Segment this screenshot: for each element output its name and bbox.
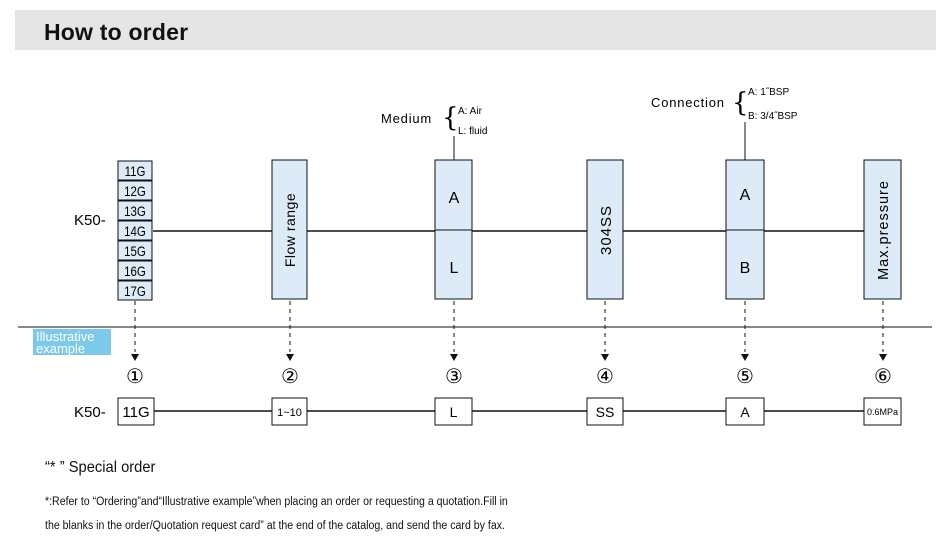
step-number: ④ xyxy=(596,364,614,388)
step-number: ③ xyxy=(445,364,463,388)
max-pressure-label: Max.pressure xyxy=(876,180,892,280)
svg-text:16G: 16G xyxy=(124,263,146,279)
step-number: ⑥ xyxy=(874,364,892,388)
code-stack: 11G 12G 13G 14G 15G 16G 17G xyxy=(117,160,153,301)
svg-text:L: L xyxy=(450,404,458,420)
header-bar: How to order xyxy=(15,10,936,50)
code-cell: 12G xyxy=(117,180,153,201)
medium-label: Medium xyxy=(381,111,432,126)
svg-text:11G: 11G xyxy=(122,404,149,421)
code-cell: 11G xyxy=(117,160,153,181)
medium-option-fluid: L: fluid xyxy=(458,126,487,137)
material-box: 304SS xyxy=(586,159,624,300)
example-prefix: K50- xyxy=(74,404,106,421)
code-cell: 17G xyxy=(117,280,153,301)
connection-option-b: B: 3/4˝BSP xyxy=(748,110,798,122)
medium-group: Medium { A: Air L: fluid A L xyxy=(381,103,487,300)
svg-text:1~10: 1~10 xyxy=(277,407,302,419)
example-values: 11G 1~10 L SS A 0.6MPa xyxy=(117,397,902,426)
example-box: SS xyxy=(586,397,624,426)
max-pressure-box: Max.pressure xyxy=(863,159,902,300)
svg-text:17G: 17G xyxy=(124,283,146,299)
svg-text:14G: 14G xyxy=(124,223,146,239)
svg-text:15G: 15G xyxy=(124,243,146,259)
medium-code-l: L xyxy=(450,260,459,277)
svg-text:SS: SS xyxy=(596,404,615,420)
connection-code-a: A xyxy=(740,187,751,204)
svg-text:A: A xyxy=(740,404,750,420)
code-cell: 15G xyxy=(117,240,153,261)
order-instruction-line: the blanks in the order/Quotation reques… xyxy=(45,520,505,532)
svg-text:12G: 12G xyxy=(124,183,146,199)
connection-group: Connection { A: 1˝BSP B: 3/4˝BSP A B xyxy=(651,86,798,300)
step-number: ① xyxy=(126,364,144,388)
code-cell: 14G xyxy=(117,220,153,241)
step-numbers: ① ② ③ ④ ⑤ ⑥ xyxy=(126,364,892,388)
order-instruction-line: *:Refer to “Ordering”and“Illustrative ex… xyxy=(45,496,508,508)
connection-brace: { xyxy=(732,88,749,118)
example-box: 11G xyxy=(117,397,155,426)
footnotes: “* ” Special order *:Refer to “Ordering”… xyxy=(45,459,925,538)
svg-text:Illustrative: Illustrative xyxy=(36,329,95,344)
dashed-connectors xyxy=(134,301,884,352)
flow-range-box: Flow range xyxy=(271,159,308,300)
example-box: A xyxy=(725,397,765,426)
illustrative-tag: Illustrative example xyxy=(33,329,111,356)
example-box: 0.6MPa xyxy=(863,397,902,426)
svg-text:11G: 11G xyxy=(125,163,146,179)
example-box: L xyxy=(434,397,473,426)
connection-option-a: A: 1˝BSP xyxy=(748,86,789,98)
arrowheads xyxy=(131,354,887,361)
code-cell: 16G xyxy=(117,260,153,281)
diagram-prefix: K50- xyxy=(74,212,106,229)
svg-text:example: example xyxy=(36,341,85,356)
connection-label: Connection xyxy=(651,95,725,110)
svg-text:0.6MPa: 0.6MPa xyxy=(867,407,898,417)
medium-option-air: A: Air xyxy=(458,106,483,117)
medium-code-a: A xyxy=(449,190,460,207)
special-order-note: “* ” Special order xyxy=(45,459,156,476)
step-number: ② xyxy=(281,364,299,388)
flow-range-label: Flow range xyxy=(282,193,298,267)
svg-text:13G: 13G xyxy=(124,203,146,219)
material-label: 304SS xyxy=(598,205,615,255)
page-title: How to order xyxy=(44,19,189,45)
connection-code-b: B xyxy=(740,260,751,277)
example-box: 1~10 xyxy=(271,397,308,426)
step-number: ⑤ xyxy=(736,364,754,388)
code-cell: 13G xyxy=(117,200,153,221)
medium-brace: { xyxy=(442,103,459,133)
